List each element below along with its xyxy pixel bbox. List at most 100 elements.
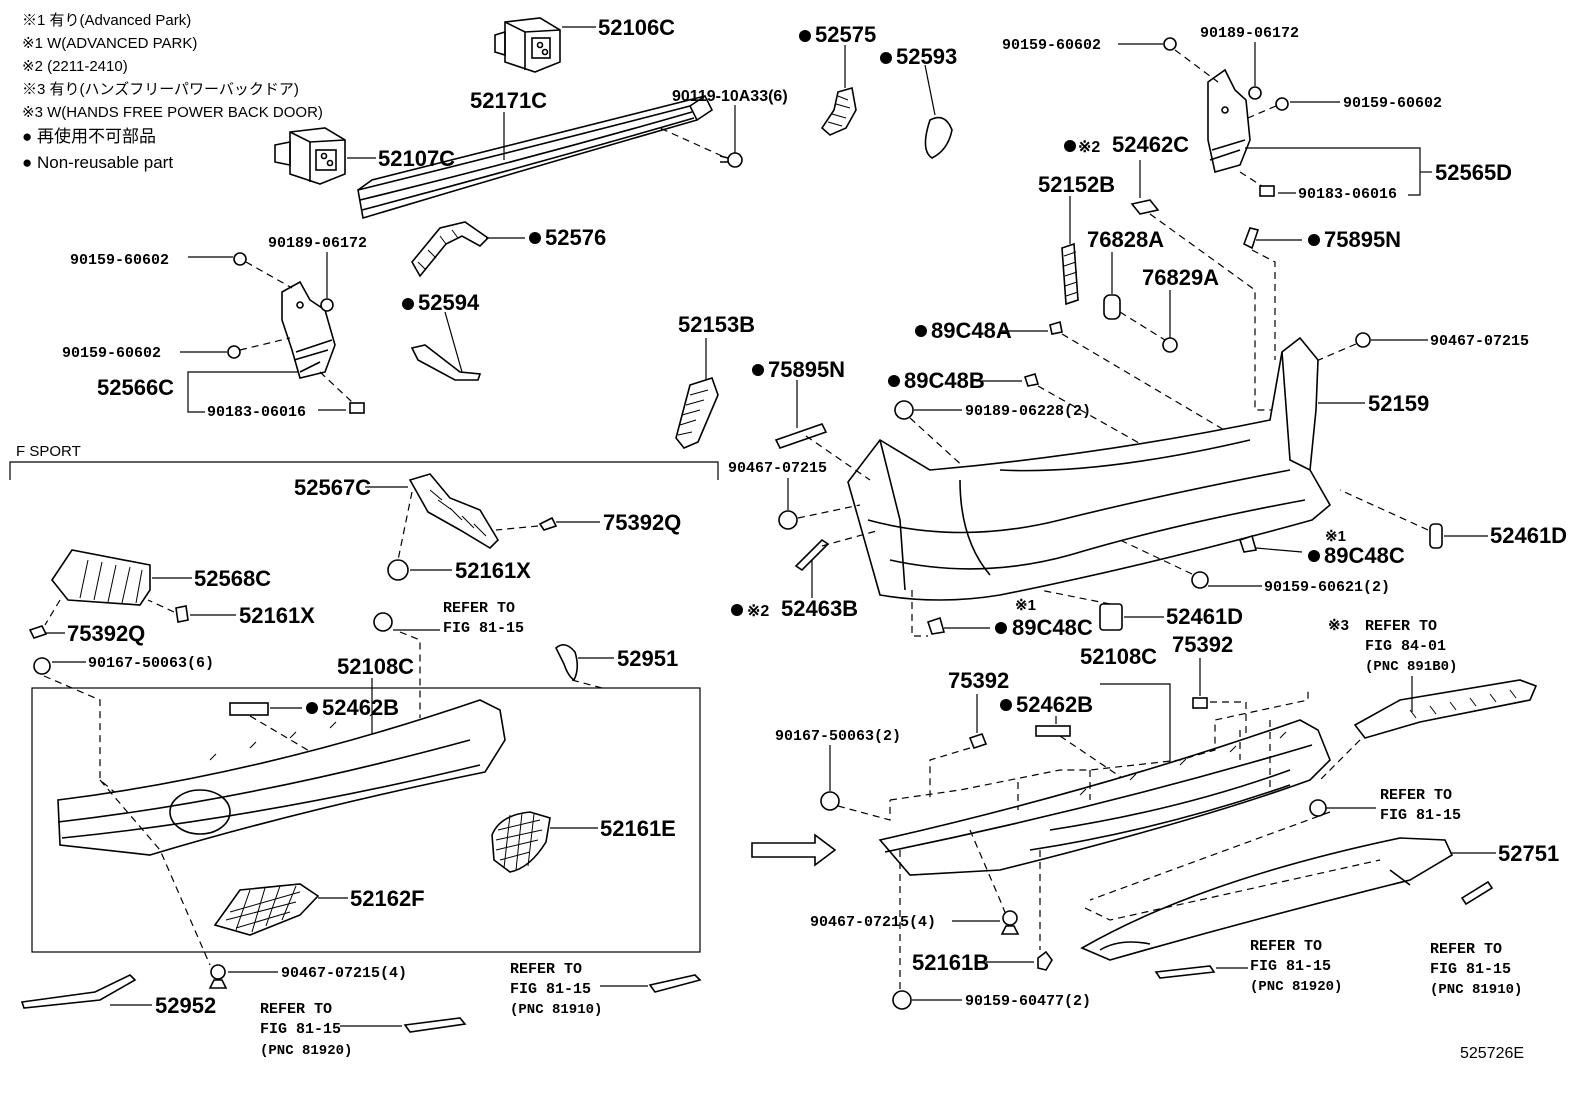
pnc-891b0: (PNC 891B0) <box>1365 659 1457 675</box>
part-52153b-drawing <box>675 377 719 449</box>
part-52162f-grille <box>213 883 320 936</box>
refer-to-rb: REFER TO <box>1430 941 1502 958</box>
callout-90167-6: 90167-50063(6) <box>88 655 214 672</box>
part-90119-bolt <box>719 152 743 168</box>
legend-line-2: ※1 W(ADVANCED PARK) <box>22 35 197 52</box>
callout-90467-middle: 90467-07215 <box>728 460 827 477</box>
legend-line-4: ※3 有り(ハンズフリーパワーバックドア) <box>22 81 299 98</box>
pnc-81910-bm: (PNC 81910) <box>510 1002 602 1018</box>
part-52107c-drawing <box>274 127 346 185</box>
callout-75392q-b: 75392Q <box>67 621 145 646</box>
callout-52108c-left: 52108C <box>337 654 414 679</box>
part-89c48b-drawing <box>1023 373 1040 387</box>
callout-52566c: 52566C <box>97 375 174 400</box>
callout-left-90159-b: 90159-60602 <box>62 345 161 362</box>
callout-left-90159-a: 90159-60602 <box>70 252 169 269</box>
part-hands-free-sensor <box>1353 679 1538 739</box>
part-89c48a-drawing <box>1049 320 1063 335</box>
legend: ※1 有り(Advanced Park) ※1 W(ADVANCED PARK)… <box>22 12 323 172</box>
part-52575-drawing <box>820 86 857 136</box>
fig-81-15-bm: FIG 81-15 <box>510 981 591 998</box>
callout-52171c: 52171C <box>470 88 547 113</box>
callout-90467-right: 90467-07215 <box>1430 333 1529 350</box>
refer-to-bm: REFER TO <box>510 961 582 978</box>
callout-52951: 52951 <box>617 646 678 671</box>
part-f-sport-lower-bumper <box>57 699 506 856</box>
callout-75895n-right: 75895N <box>1324 227 1401 252</box>
callout-52461d-right: 52461D <box>1490 523 1567 548</box>
part-52461d-middle <box>1099 603 1123 631</box>
pnc-81920-mb: (PNC 81920) <box>1250 979 1342 995</box>
part-52593-drawing <box>924 116 953 159</box>
mark-s3-refer: ※3 <box>1328 617 1349 634</box>
callout-52567c: 52567C <box>294 475 371 500</box>
fig-81-15-rb: FIG 81-15 <box>1430 961 1511 978</box>
callout-52952: 52952 <box>155 993 216 1018</box>
callout-52462b-right: 52462B <box>1016 692 1093 717</box>
callout-75895n-left: 75895N <box>768 357 845 382</box>
part-52462c-drawing <box>1130 199 1160 215</box>
callout-90189-06228: 90189-06228(2) <box>965 403 1091 420</box>
direction-arrow <box>751 833 837 867</box>
part-52568c-drawing <box>51 549 151 606</box>
mark-s1-89c48c-upper: ※1 <box>1325 528 1346 545</box>
callout-90467-4-left: 90467-07215(4) <box>281 965 407 982</box>
part-52461d-right <box>1429 523 1443 549</box>
callout-52593: 52593 <box>896 44 957 69</box>
callout-right-90189: 90189-06172 <box>1200 25 1299 42</box>
callout-76829a: 76829A <box>1142 265 1219 290</box>
callout-75392-b: 75392 <box>948 668 1009 693</box>
callout-90167-2: 90167-50063(2) <box>775 728 901 745</box>
fig-84-01: FIG 84-01 <box>1365 638 1446 655</box>
callout-left-90189: 90189-06172 <box>268 235 367 252</box>
callout-89c48c-upper: 89C48C <box>1324 543 1405 568</box>
callout-right-90183: 90183-06016 <box>1298 186 1397 203</box>
part-52952-drawing <box>20 974 137 1009</box>
callout-left-90183: 90183-06016 <box>207 404 306 421</box>
callout-90159-60621: 90159-60621(2) <box>1264 579 1390 596</box>
f-sport-section: F SPORT <box>9 443 719 953</box>
section-title-f-sport: F SPORT <box>16 443 81 460</box>
pnc-81920-bl: (PNC 81920) <box>260 1043 352 1059</box>
part-52159-bumper-cover <box>847 336 1332 601</box>
callout-89c48b: 89C48B <box>904 368 985 393</box>
callout-52161x-b: 52161X <box>239 603 315 628</box>
part-52171c-beam <box>357 94 714 220</box>
part-52106c-drawing <box>494 17 561 73</box>
refer-to-ul: REFER TO <box>443 600 515 617</box>
callout-89c48a: 89C48A <box>931 318 1012 343</box>
callout-52594: 52594 <box>418 290 480 315</box>
callout-52162f: 52162F <box>350 886 425 911</box>
refer-to-mb: REFER TO <box>1250 938 1322 955</box>
part-52161e-grille <box>491 811 551 873</box>
callout-52461d-middle: 52461D <box>1166 604 1243 629</box>
part-89c48c-lower <box>926 616 946 635</box>
callout-52751: 52751 <box>1498 841 1559 866</box>
callout-52568c: 52568C <box>194 566 271 591</box>
callout-52576: 52576 <box>545 225 606 250</box>
refer-to-r: REFER TO <box>1380 787 1452 804</box>
refer-to-84: REFER TO <box>1365 618 1437 635</box>
part-89c48c-upper <box>1238 534 1258 553</box>
part-52751-drawing <box>1080 837 1454 961</box>
callout-90467-4-right: 90467-07215(4) <box>810 914 936 931</box>
refer-to-bl: REFER TO <box>260 1001 332 1018</box>
callout-90159-60477: 90159-60477(2) <box>965 993 1091 1010</box>
mark-s2-52463b: ※2 <box>747 603 769 620</box>
part-52565d-drawing <box>1207 68 1251 173</box>
part-76828a-drawing <box>1103 294 1121 320</box>
figure-code: 525726E <box>1460 1045 1524 1062</box>
callout-52161b: 52161B <box>912 950 989 975</box>
part-52567c-drawing <box>408 473 500 550</box>
callout-90119: 90119-10A33(6) <box>672 88 788 105</box>
callout-52575: 52575 <box>815 22 876 47</box>
callout-52463b: 52463B <box>781 596 858 621</box>
callout-75392q-a: 75392Q <box>603 510 681 535</box>
part-76829a-drawing <box>1162 337 1178 353</box>
fig-81-15-mb: FIG 81-15 <box>1250 958 1331 975</box>
legend-line-7: ● Non-reusable part <box>22 153 173 172</box>
part-52576-drawing <box>411 221 490 278</box>
legend-line-6: ● 再使用不可部品 <box>22 126 156 146</box>
